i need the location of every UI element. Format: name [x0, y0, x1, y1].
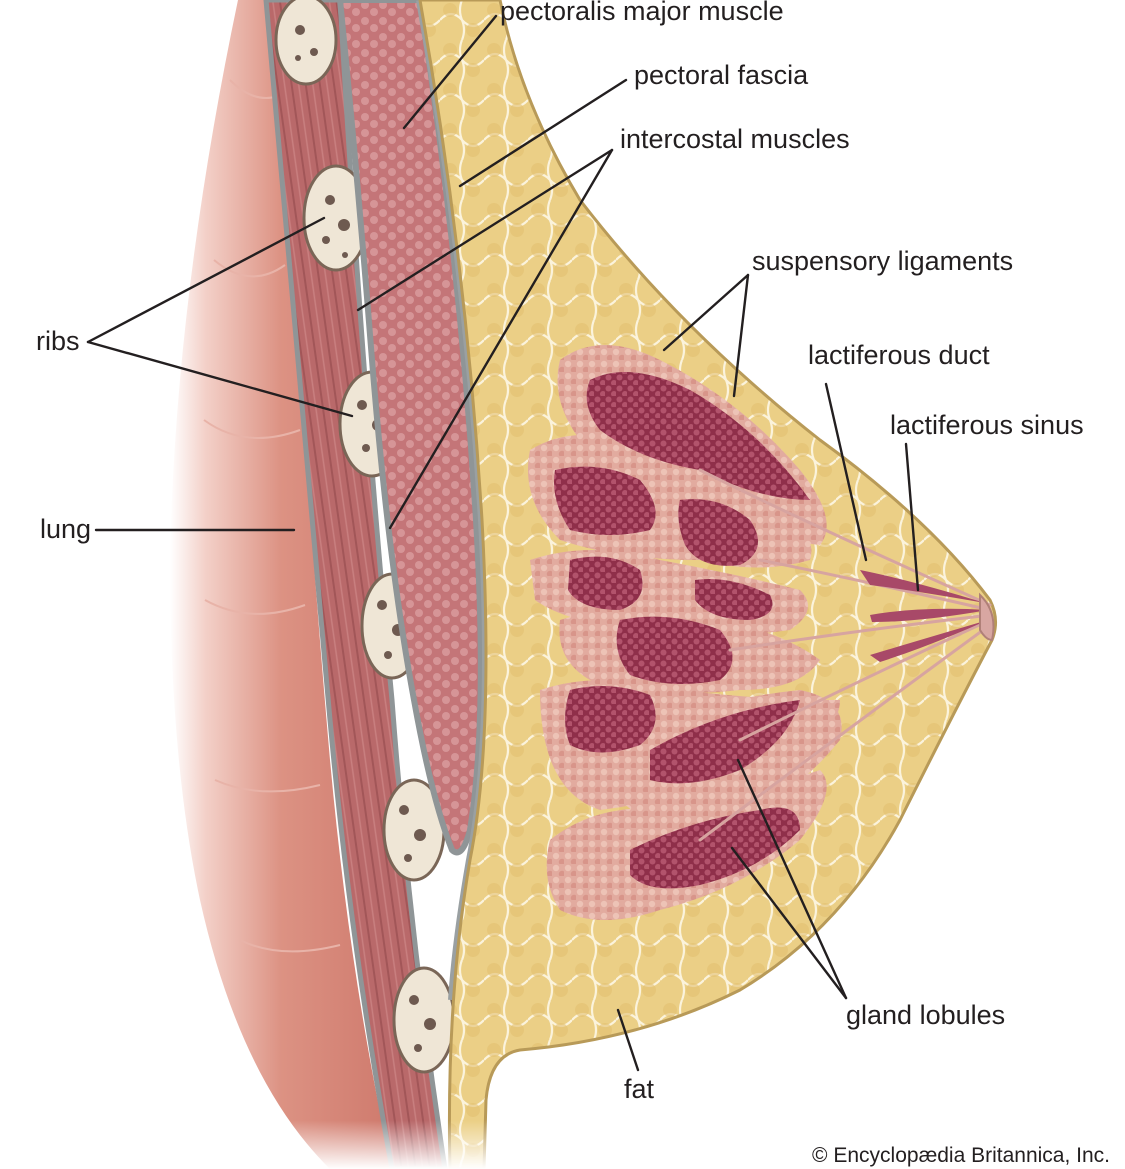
- label-lactiferous-sinus: lactiferous sinus: [890, 410, 1084, 440]
- label-lung: lung: [40, 514, 91, 544]
- bottom-fade: [0, 900, 1125, 1169]
- lactiferous-ducts: [698, 468, 992, 842]
- leader-ribs-2: [86, 340, 354, 418]
- leader-pectoral-fascia: [458, 78, 628, 188]
- leader-suspensory-2: [732, 273, 750, 398]
- label-pectoral-fascia: pectoral fascia: [634, 60, 809, 90]
- copyright-credit: © Encyclopædia Britannica, Inc.: [812, 1144, 1110, 1167]
- lactiferous-sinuses: [860, 570, 988, 662]
- label-lactiferous-duct: lactiferous duct: [808, 340, 990, 370]
- leader-lines: [86, 14, 920, 1072]
- leader-pectoralis-major: [402, 14, 498, 130]
- leader-intercostal-2: [388, 148, 614, 530]
- nipple: [979, 592, 995, 642]
- rib: [382, 778, 446, 882]
- leader-gland-2: [730, 846, 848, 1000]
- leader-intercostal-1: [356, 148, 614, 312]
- pectoralis-major-muscle: [336, 0, 484, 856]
- rib: [274, 0, 338, 86]
- leader-ribs-1: [86, 216, 326, 344]
- leader-suspensory-1: [662, 273, 750, 352]
- label-intercostal-muscles: intercostal muscles: [620, 124, 850, 154]
- labels: pectoralis major muscle pectoral fascia …: [36, 0, 1110, 1167]
- leader-lactiferous-duct: [824, 382, 868, 562]
- leader-fat: [616, 1008, 640, 1072]
- leader-gland-1: [736, 758, 848, 1000]
- label-suspensory-ligaments: suspensory ligaments: [752, 246, 1013, 276]
- label-gland-lobules: gland lobules: [846, 1000, 1005, 1030]
- gland-clusters: [554, 372, 810, 889]
- label-ribs: ribs: [36, 326, 80, 356]
- label-pectoralis-major: pectoralis major muscle: [500, 0, 784, 26]
- lung-tissue: [170, 0, 392, 1169]
- leader-lactiferous-sinus: [904, 442, 920, 592]
- label-fat: fat: [624, 1074, 655, 1104]
